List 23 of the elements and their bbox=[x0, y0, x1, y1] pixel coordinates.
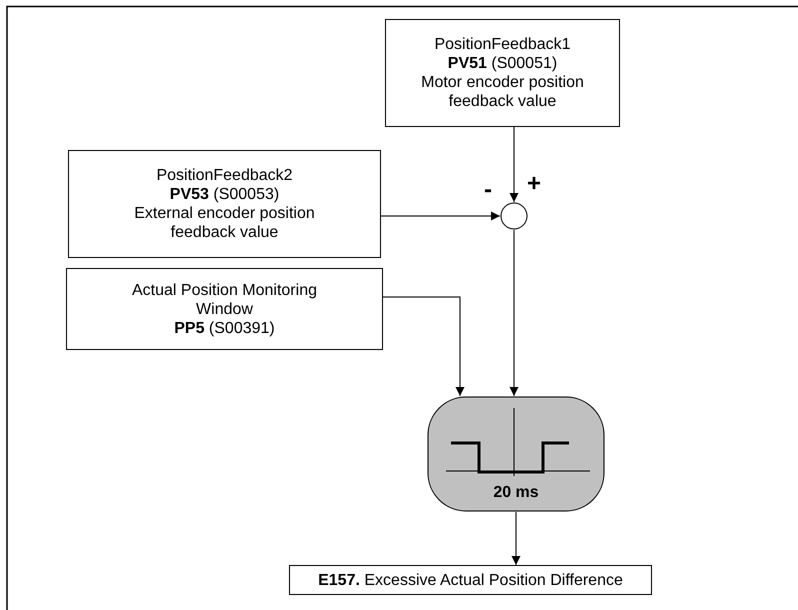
sign-label: - bbox=[484, 178, 492, 202]
error-message-box bbox=[289, 565, 652, 595]
node-text: PV51 (S00051) bbox=[448, 54, 558, 73]
arrow bbox=[512, 512, 520, 566]
node-text: PositionFeedback2 bbox=[156, 166, 293, 185]
parameter-box bbox=[66, 268, 383, 350]
node-text: PP5 (S00391) bbox=[174, 318, 275, 338]
parameter-box bbox=[385, 19, 620, 127]
node-text: External encoder position feedback value bbox=[133, 204, 316, 242]
node-text: Motor encoder position feedback value bbox=[420, 73, 585, 111]
summing-junction bbox=[500, 202, 528, 230]
node-text: PV53 (S00053) bbox=[170, 185, 280, 204]
arrow bbox=[510, 126, 518, 202]
node-text: Actual Position Monitoring Window bbox=[131, 280, 318, 318]
duration-label: 20 ms bbox=[493, 483, 539, 502]
node-text: PositionFeedback1 bbox=[434, 35, 571, 54]
node-text: E157. Excessive Actual Position Difference bbox=[318, 570, 623, 590]
arrow bbox=[510, 230, 518, 396]
sign-label: + bbox=[527, 172, 542, 196]
arrow bbox=[382, 296, 464, 396]
parameter-box bbox=[68, 150, 381, 258]
monitor-block bbox=[427, 396, 605, 512]
arrow bbox=[380, 212, 500, 220]
